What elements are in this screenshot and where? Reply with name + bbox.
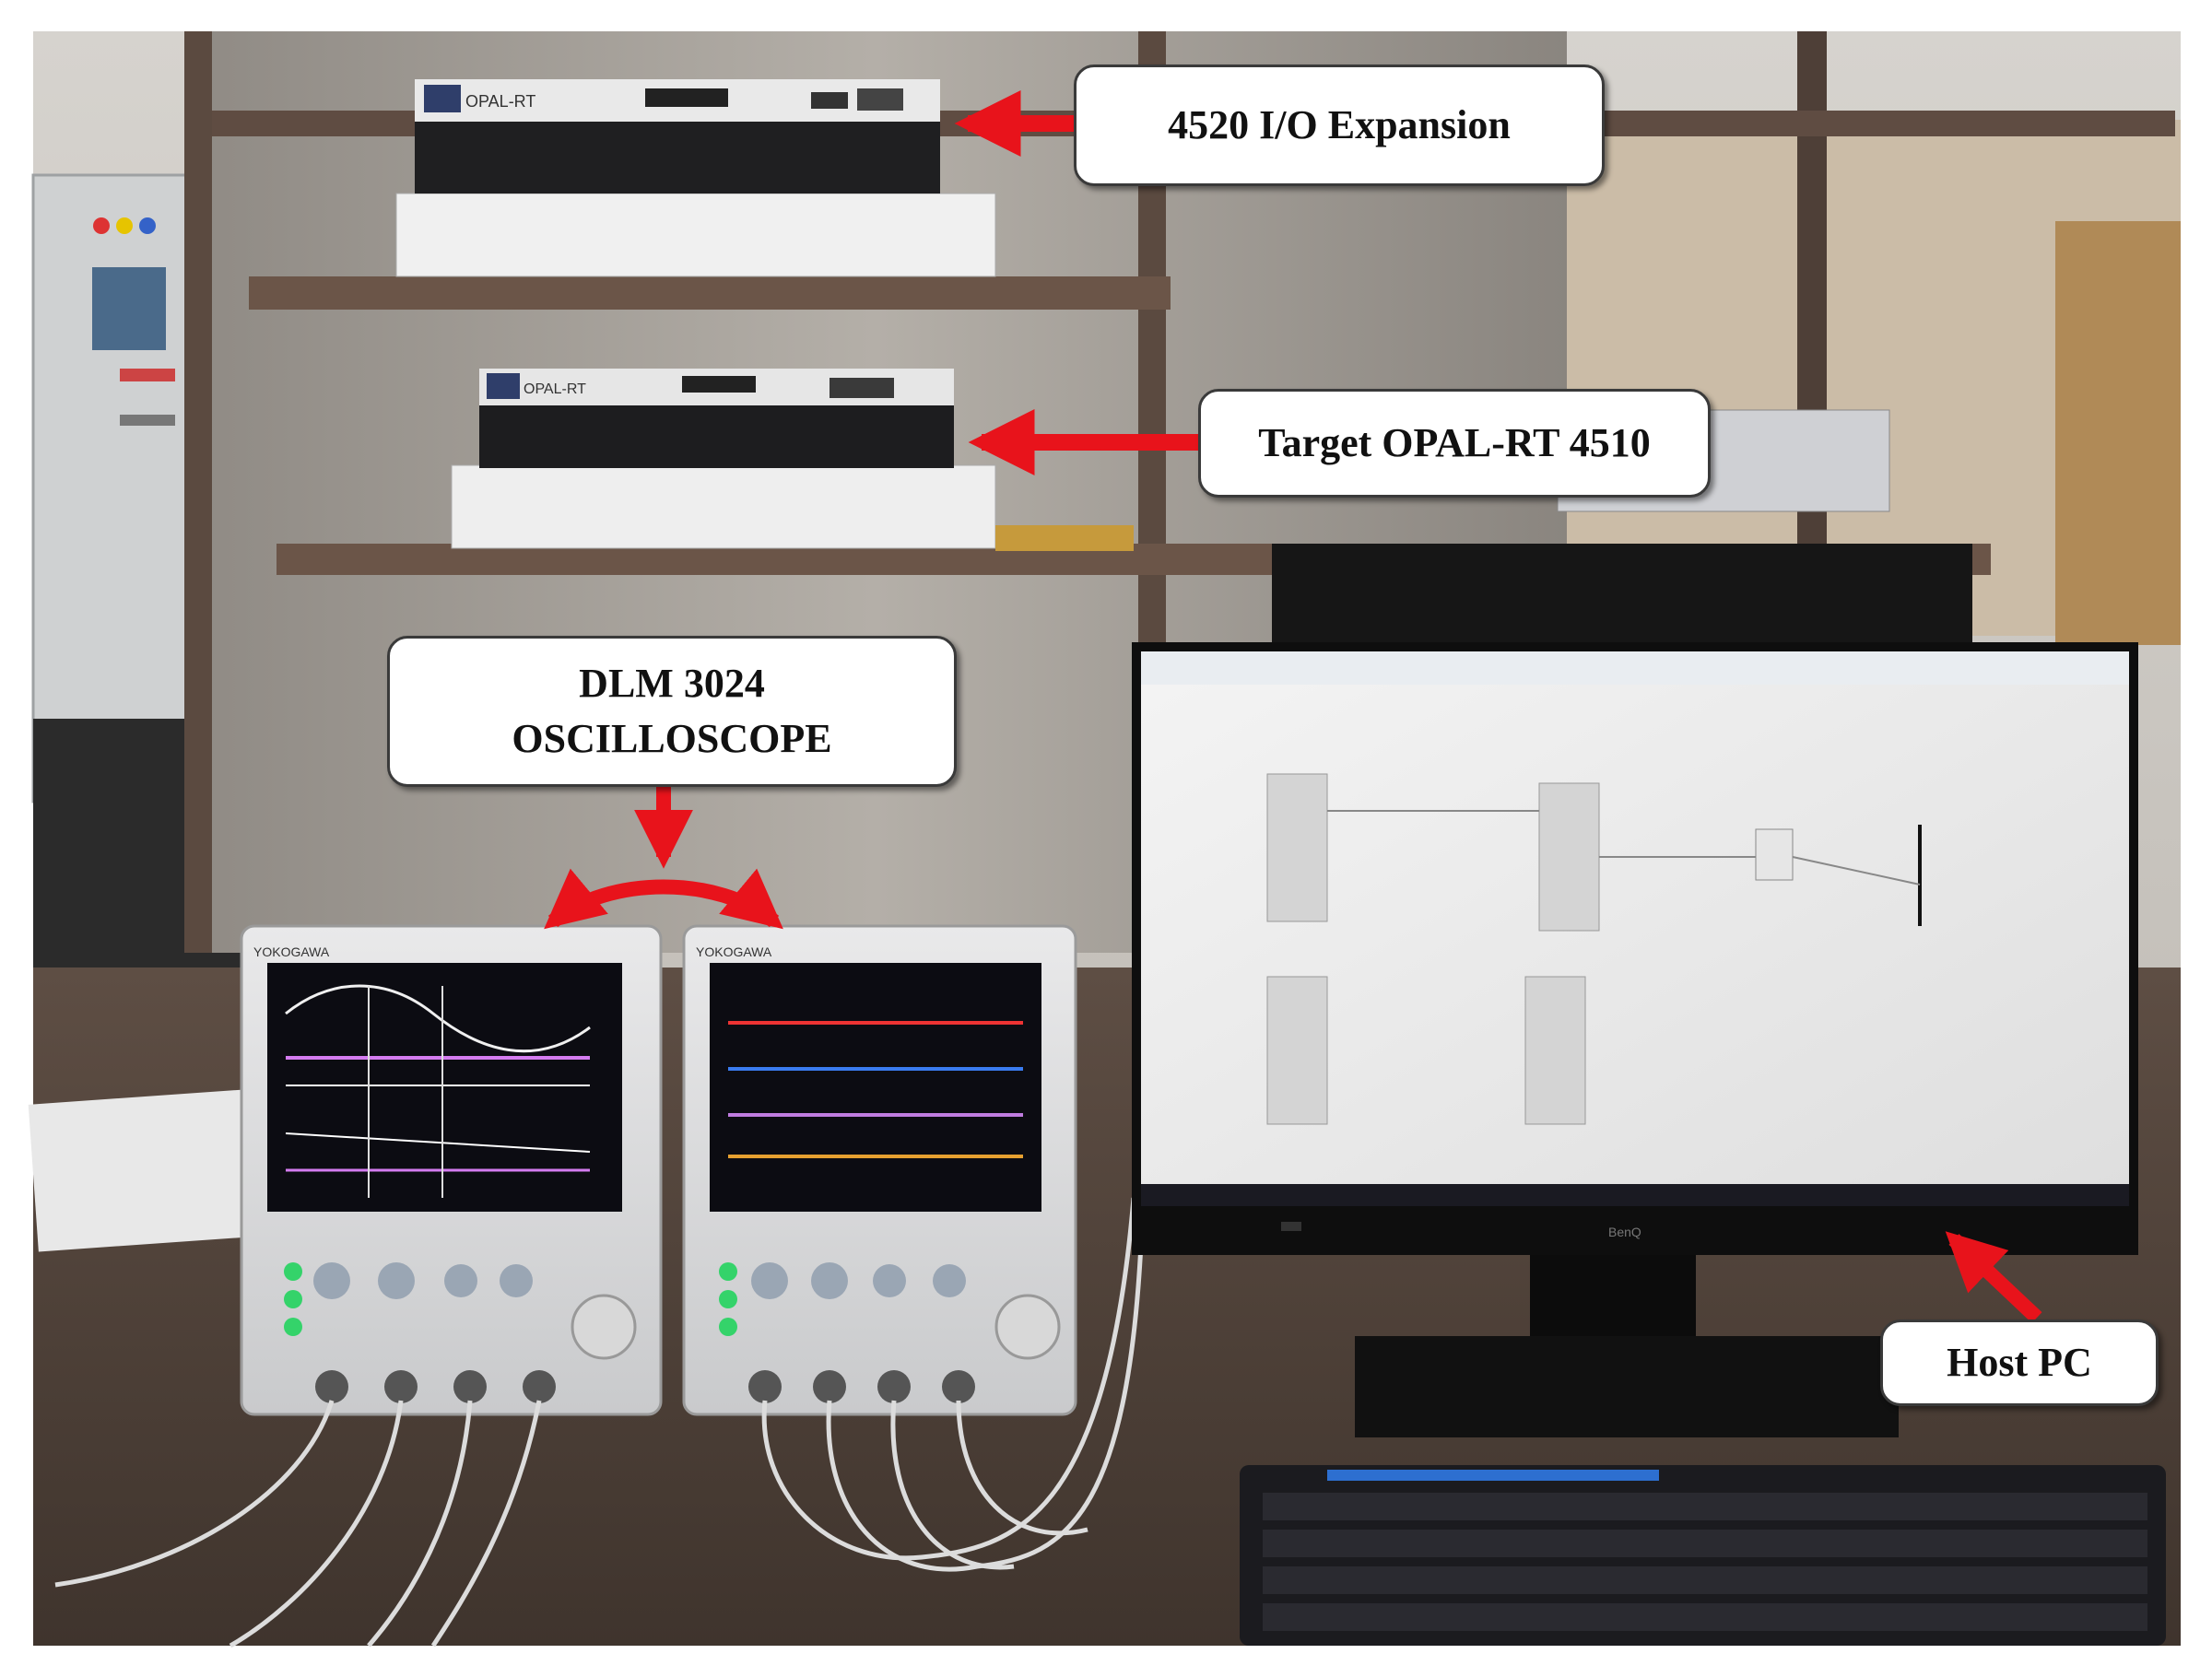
scope-brand-2: YOKOGAWA	[696, 944, 772, 959]
oscilloscope-1: YOKOGAWA	[240, 924, 663, 1416]
scope-label-line2: OSCILLOSCOPE	[512, 716, 832, 761]
monitor-base	[1355, 1336, 1899, 1437]
taskbar	[1141, 1184, 2129, 1206]
scope-label-line1: DLM 3024	[579, 661, 765, 706]
opal-brand-label-2: OPAL-RT	[524, 381, 586, 397]
host-pc-label: Host PC	[1947, 1340, 2092, 1385]
oscilloscope-2: YOKOGAWA	[682, 924, 1077, 1416]
target-label: Target OPAL-RT 4510	[1258, 420, 1651, 465]
monitor-neck	[1530, 1255, 1696, 1338]
dark-equipment-box	[1272, 544, 1972, 645]
foam-block-2	[451, 464, 996, 549]
arrow-host-pc	[1945, 1231, 2042, 1323]
callout-io-expansion: 4520 I/O Expansion	[1074, 64, 1605, 186]
shelf-post-left	[184, 31, 212, 953]
shelf-board-1	[249, 276, 1171, 310]
foam-block-1	[395, 193, 996, 277]
scope-1-screen	[267, 963, 622, 1212]
papers	[28, 1087, 278, 1252]
scope-brand-1: YOKOGAWA	[253, 944, 330, 959]
opal-brand-label-1: OPAL-RT	[465, 92, 535, 111]
io-expansion-label: 4520 I/O Expansion	[1168, 102, 1511, 147]
callout-oscilloscope: DLM 3024 OSCILLOSCOPE	[387, 636, 957, 787]
wooden-door	[2055, 221, 2181, 645]
monitor-brand: BenQ	[1608, 1225, 1641, 1239]
arrow-scope-curved	[544, 868, 783, 930]
callout-host-pc: Host PC	[1880, 1319, 2159, 1406]
callout-target: Target OPAL-RT 4510	[1198, 389, 1711, 498]
keyboard	[1240, 1465, 2166, 1646]
scope-2-screen	[710, 963, 1041, 1212]
cabinet-display	[92, 267, 166, 350]
host-pc-monitor: BenQ	[1132, 642, 2138, 1437]
